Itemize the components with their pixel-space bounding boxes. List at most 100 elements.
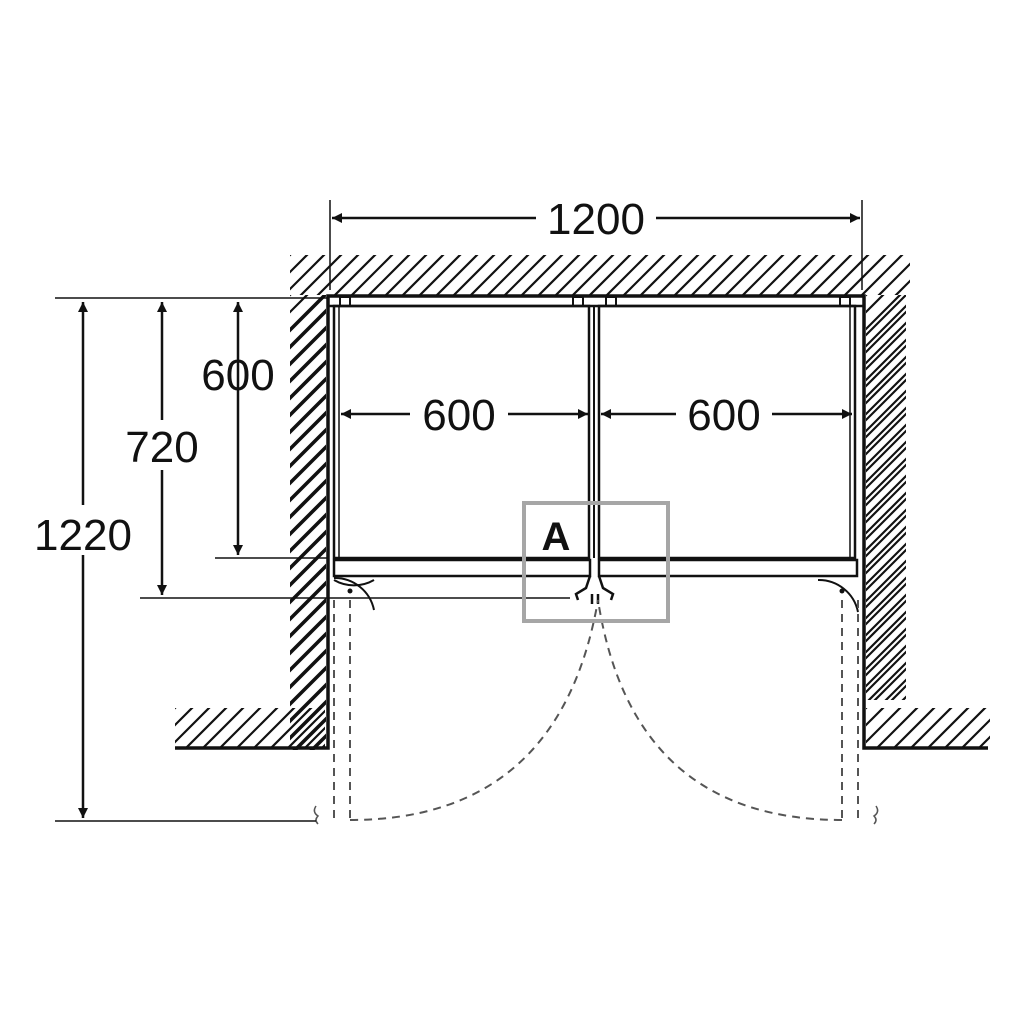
hatch-line: [290, 650, 326, 690]
hatch-line: [875, 708, 919, 748]
hatch-line: [218, 708, 262, 748]
hatch-line: [290, 497, 326, 537]
hatch-line: [866, 599, 906, 643]
hatch-line: [866, 627, 906, 671]
detail-callout-label: A: [542, 515, 571, 559]
dim-label-overall-width: 1200: [547, 195, 645, 244]
hatch-line: [290, 665, 326, 705]
hatch-line: [290, 582, 326, 622]
hatch-line: [866, 644, 906, 688]
hatch-line: [290, 495, 326, 535]
hatch-line: [866, 406, 906, 450]
hatch-line: [866, 395, 906, 439]
hatch-line: [290, 580, 326, 620]
hatch-line: [554, 255, 598, 295]
hatch-line: [894, 279, 910, 295]
hatch-line: [290, 342, 326, 382]
dim-label-depth-with-door: 720: [125, 423, 198, 472]
hatch-line: [943, 708, 987, 748]
hatch-line: [866, 389, 906, 433]
hatch-line: [290, 701, 326, 741]
hatch-line: [866, 582, 906, 626]
hatch-line: [290, 546, 326, 586]
hatch-line: [290, 648, 326, 688]
hatch-line: [826, 255, 870, 295]
hatch-line: [866, 355, 906, 399]
hatch-line: [901, 695, 906, 700]
hatch-line: [280, 761, 336, 817]
hatch-line: [290, 327, 326, 367]
hatch-line: [907, 215, 1024, 335]
hatch-line: [866, 423, 906, 467]
hatch-line: [252, 708, 296, 748]
hatch-line: [290, 616, 326, 656]
hatch-line: [914, 255, 1024, 740]
hatch-line: [356, 255, 891, 790]
hatch-line: [673, 255, 717, 295]
hatch-line: [656, 255, 700, 295]
spacer-tabs: [339, 296, 851, 307]
hatch-line: [290, 361, 326, 401]
hatch-line: [866, 304, 906, 348]
hatch-line: [290, 310, 326, 350]
hatch-line: [520, 255, 564, 295]
hatch-line: [290, 378, 326, 418]
hatch-line: [866, 633, 906, 677]
right-door-closed: [597, 558, 859, 578]
hatch-line: [866, 321, 906, 365]
hatch-line: [280, 795, 336, 851]
hatch-line: [350, 255, 394, 295]
hatch-band: [866, 668, 1024, 788]
hatch-line: [350, 668, 470, 788]
hatch-line: [290, 395, 326, 435]
dim-label-unit-depth: 600: [201, 351, 274, 400]
hatch-line: [758, 255, 802, 295]
hatch-line: [990, 668, 1024, 788]
hatch-line: [866, 565, 906, 609]
hatch-line: [866, 548, 906, 592]
hatch-line: [866, 708, 902, 744]
hatch-line: [866, 446, 906, 490]
hatch-line: [503, 255, 547, 295]
hatch-line: [866, 474, 906, 518]
hatch-line: [290, 463, 326, 503]
hatch-line: [290, 631, 326, 671]
hatch-line: [316, 255, 360, 295]
hatch-line: [367, 255, 411, 295]
hatch-line: [280, 744, 336, 800]
hatch-line: [724, 255, 768, 295]
hatch-line: [290, 599, 326, 639]
hatch-band: [290, 215, 1024, 335]
hatch-line: [866, 616, 906, 660]
dim-label-depth-door-open: 1220: [34, 511, 132, 560]
hatch-line: [941, 215, 1024, 335]
hatch-line: [290, 446, 326, 486]
hatch-line: [873, 667, 906, 700]
hatch-band: [866, 255, 1024, 740]
hatch-line: [401, 255, 445, 295]
hatch-line: [294, 718, 326, 750]
hatch-line: [309, 733, 326, 750]
dim-label-left-unit: 600: [422, 391, 495, 440]
extension-lines: [55, 200, 863, 822]
hatch-line: [639, 255, 683, 295]
hatch-line: [866, 531, 906, 575]
hatch-line: [707, 255, 751, 295]
hatch-line: [866, 295, 906, 337]
hatch-line: [775, 255, 819, 295]
hatch-line: [1007, 668, 1024, 788]
hatch-line: [486, 255, 530, 295]
hatch-line: [792, 255, 836, 295]
hatch-line: [866, 497, 906, 541]
hatch-line: [175, 708, 194, 727]
hatch-line: [866, 378, 906, 422]
niche-wall-left: [175, 294, 988, 750]
hatch-band: [280, 255, 891, 851]
hatch-line: [866, 480, 906, 524]
hatch-line: [452, 255, 496, 295]
hatch-line: [290, 429, 326, 469]
hatch-line: [960, 718, 990, 748]
hatch-line: [897, 255, 1024, 740]
hatch-line: [843, 255, 887, 295]
hatch-line: [866, 593, 906, 637]
